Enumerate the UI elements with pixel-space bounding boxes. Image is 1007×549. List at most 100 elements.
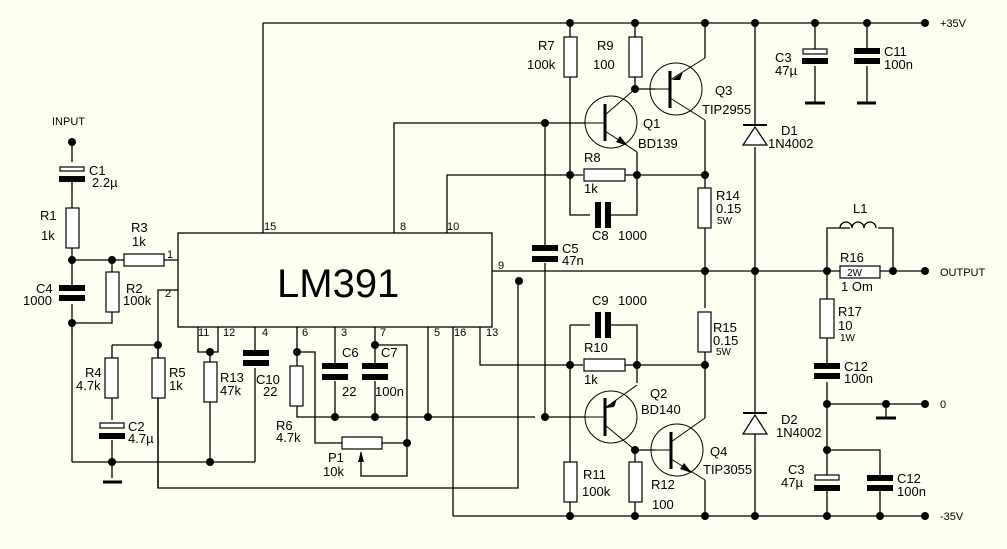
resistor-r2: R2 100k [105,271,152,313]
capacitor-c3-top: C3 47µ [775,48,828,78]
pin-1-label: 1 [167,249,173,261]
capacitor-c12-upper: C12 100n [814,359,873,386]
c3-top-value: 47µ [775,63,797,78]
q4-ref: Q4 [710,444,727,459]
r16-power: 2W [847,268,863,279]
r6-ref: R6 [276,418,293,433]
q4-value: TIP3055 [703,462,752,477]
r3-value: 1k [132,234,146,249]
c3-bottom-value: 47µ [781,475,803,490]
pin-15-label: 15 [264,221,276,233]
transistor-q3: Q3 TIP2955 [649,57,751,121]
resistor-r16: 2W R16 1 Om [839,250,881,294]
r11-ref: R11 [583,467,606,482]
q2-value: BD140 [641,402,681,417]
ground-terminal[interactable] [921,400,929,408]
q2-ref: Q2 [650,386,667,401]
c1-ref: C1 [89,163,106,178]
r16-value: 1 Om [841,279,873,294]
c11-ref: C11 [884,44,907,59]
capacitor-c10: C10 22 [243,350,280,399]
capacitor-c1: C1 2.2µ [59,163,118,190]
inductor-l1: L1 [839,201,877,229]
c8-ref: C8 [592,228,609,243]
c12-upper-value: 100n [844,371,873,386]
output-terminal-label: OUTPUT [940,267,986,279]
c1-value: 2.2µ [92,175,118,190]
pin-4-label: 4 [262,327,268,339]
r7-value: 100k [527,57,556,72]
c9-ref: C9 [592,293,609,308]
r14-value: 0.15 [716,201,741,216]
input-terminal[interactable] [68,138,76,146]
q3-value: TIP2955 [702,102,751,117]
pin-9-label: 9 [498,260,504,272]
r6-value: 4.7k [276,430,301,445]
vpos-terminal[interactable] [921,19,929,27]
capacitor-c12-lower: C12 100n [867,471,926,499]
c10-ref: C10 [256,372,280,387]
r2-value: 100k [123,293,152,308]
r4-value: 4.7k [76,378,101,393]
resistor-r3: R3 1k [123,220,165,267]
p1-ref: P1 [328,450,344,465]
resistor-r17: R17 10 1W [819,298,862,344]
d1-value: 1N4002 [768,136,814,151]
potentiometer-p1: P1 10k [323,436,383,479]
c6-value: 22 [342,384,356,399]
capacitor-c8: C8 1000 [592,202,647,243]
wires [71,22,925,517]
r13-value: 47k [220,383,241,398]
c9-value: 1000 [618,293,647,308]
vneg-terminal[interactable] [921,512,929,520]
r14-ref: R14 [716,188,740,203]
resistor-r13: R13 47k [203,361,244,403]
r8-ref: R8 [584,150,601,165]
r17-ref: R17 [838,304,862,319]
capacitor-c4: C4 1000 [23,281,85,308]
r1-value: 1k [41,228,55,243]
resistor-r1: R1 1k [40,207,80,249]
capacitor-c2: C2 4.7µ [99,419,154,446]
vpos-terminal-label: +35V [940,18,967,30]
c2-value: 4.7µ [128,431,154,446]
r5-value: 1k [169,378,183,393]
resistor-r12: R12 100 [628,461,675,512]
r12-value: 100 [652,497,674,512]
capacitor-c9: C9 1000 [592,293,647,338]
r15-power: 5W [716,347,732,358]
d2-value: 1N4002 [776,425,822,440]
pin-8-label: 8 [400,221,406,233]
c12-lower-value: 100n [897,484,926,499]
ic-label: LM391 [277,262,399,306]
resistor-r9: R9 100 [593,36,643,78]
c7-ref: C7 [381,345,398,360]
c12-lower-ref: C12 [897,471,921,486]
r13-ref: R13 [220,370,244,385]
r5-ref: R5 [169,365,186,380]
r12-ref: R12 [651,477,675,492]
l1-ref: L1 [853,201,867,216]
p1-value: 10k [323,464,344,479]
c12-upper-ref: C12 [844,359,868,374]
r4-ref: R4 [85,365,102,380]
r17-power: 1W [840,333,856,344]
input-terminal-label: INPUT [52,116,85,128]
r14-power: 5W [717,216,733,227]
c10-value: 22 [263,384,277,399]
capacitor-c11: C11 100n [854,44,913,72]
r9-value: 100 [593,57,615,72]
q1-ref: Q1 [643,116,660,131]
d2-ref: D2 [781,412,798,427]
junctions [68,19,929,520]
r17-value: 10 [838,318,852,333]
resistor-r10: R10 1k [583,340,626,387]
r15-value: 0.15 [713,333,738,348]
pin-6-label: 6 [302,327,308,339]
pin-5-label: 5 [434,327,440,339]
pin-2-label: 2 [165,288,171,300]
transistor-q1: Q1 BD139 [584,88,678,153]
vneg-terminal-label: -35V [940,511,964,523]
output-terminal[interactable] [921,267,929,275]
